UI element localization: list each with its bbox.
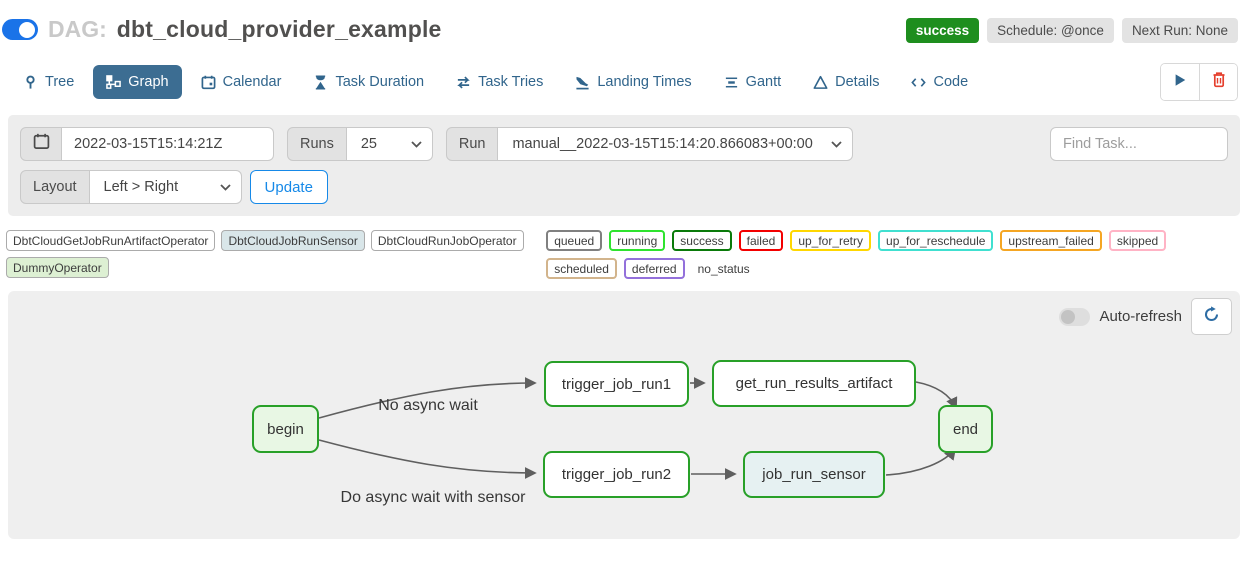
next-run-badge: Next Run: None (1121, 18, 1238, 43)
chevron-down-icon (831, 136, 842, 152)
dag-run-select[interactable]: manual__2022-03-15T15:14:20.866083+00:00 (498, 127, 853, 161)
auto-refresh-label: Auto-refresh (1099, 308, 1182, 325)
edge-label-no-async: No async wait (378, 397, 478, 414)
chevron-down-icon (219, 179, 231, 195)
state-badge-skipped[interactable]: skipped (1108, 230, 1167, 251)
dag-prefix-label: DAG: (48, 16, 107, 42)
edge-begin-trigger2 (318, 439, 537, 479)
state-legend: queued running success failed up_for_ret… (546, 230, 1240, 279)
repeat-icon (456, 75, 471, 90)
trash-icon (1211, 71, 1227, 93)
operator-legend: DbtCloudGetJobRunArtifactOperator DbtClo… (6, 230, 546, 278)
graph-icon (106, 74, 122, 90)
state-badge-queued[interactable]: queued (546, 230, 603, 251)
dag-pause-toggle[interactable] (2, 19, 38, 40)
state-badge-deferred[interactable]: deferred (623, 258, 685, 279)
toggle-knob (1061, 309, 1076, 324)
dag-header: DAG: dbt_cloud_provider_example success … (0, 0, 1248, 43)
update-button[interactable]: Update (249, 170, 328, 204)
find-task-input[interactable] (1050, 127, 1228, 161)
auto-refresh-toggle[interactable] (1059, 307, 1091, 326)
dag-status-badge[interactable]: success (905, 18, 980, 43)
dag-graph-canvas[interactable]: Auto-refresh No async wait Do async wait… (8, 291, 1240, 539)
task-node-begin[interactable]: begin (252, 405, 319, 453)
state-badge-up-for-reschedule[interactable]: up_for_reschedule (878, 230, 994, 251)
state-badge-upstream-failed[interactable]: upstream_failed (1000, 230, 1102, 251)
state-badge-up-for-retry[interactable]: up_for_retry (790, 230, 872, 251)
tab-task-duration[interactable]: Task Duration (300, 65, 437, 99)
run-label: Run (445, 127, 499, 161)
tab-graph[interactable]: Graph (93, 65, 182, 99)
edge-artifact-end (915, 381, 958, 410)
datepicker-button[interactable] (20, 127, 62, 161)
delete-dag-button[interactable] (1199, 64, 1237, 100)
state-badge-running[interactable]: running (609, 230, 666, 251)
schedule-badge: Schedule: @once (987, 18, 1114, 43)
hourglass-icon (313, 74, 328, 90)
layout-label: Layout (20, 170, 90, 204)
task-node-end[interactable]: end (938, 405, 993, 453)
execution-date-input[interactable] (62, 127, 274, 161)
layout-select[interactable]: Left > Right (89, 170, 242, 204)
code-icon (911, 75, 927, 90)
calendar-icon (33, 133, 50, 155)
view-tabs-row: Tree Graph Calendar Task Duration Task T… (0, 43, 1248, 101)
tab-calendar[interactable]: Calendar (188, 65, 295, 99)
state-badge-no-status[interactable]: no_status (697, 261, 750, 276)
task-node-trigger-job-run1[interactable]: trigger_job_run1 (544, 361, 689, 407)
legend: DbtCloudGetJobRunArtifactOperator DbtClo… (6, 230, 1240, 279)
details-icon (813, 75, 828, 90)
toggle-knob (19, 21, 35, 38)
task-node-job-run-sensor[interactable]: job_run_sensor (743, 451, 885, 498)
operator-badge: DbtCloudGetJobRunArtifactOperator (6, 230, 216, 251)
tab-gantt[interactable]: Gantt (711, 65, 794, 99)
calendar-icon (201, 75, 216, 90)
state-badge-success[interactable]: success (672, 230, 732, 251)
refresh-button[interactable] (1191, 298, 1232, 335)
tab-landing-times[interactable]: Landing Times (562, 65, 704, 99)
landing-icon (575, 75, 590, 90)
play-icon (1173, 73, 1187, 92)
dag-edges: No async wait Do async wait with sensor (318, 377, 958, 506)
state-badge-scheduled[interactable]: scheduled (546, 258, 617, 279)
task-node-get-run-results-artifact[interactable]: get_run_results_artifact (712, 360, 916, 407)
runs-label: Runs (287, 127, 347, 161)
state-badge-failed[interactable]: failed (738, 230, 784, 251)
edge-label-async-sensor: Do async wait with sensor (341, 489, 527, 506)
tab-tree[interactable]: Tree (10, 65, 87, 99)
operator-badge: DbtCloudRunJobOperator (370, 230, 524, 251)
dag-title: dbt_cloud_provider_example (116, 16, 442, 42)
operator-badge: DbtCloudJobRunSensor (221, 230, 365, 251)
tab-task-tries[interactable]: Task Tries (443, 65, 556, 99)
gantt-icon (724, 75, 739, 90)
tab-code[interactable]: Code (898, 65, 981, 99)
task-node-trigger-job-run2[interactable]: trigger_job_run2 (543, 451, 690, 498)
dag-action-buttons (1160, 63, 1238, 101)
operator-badge: DummyOperator (6, 257, 109, 278)
edge-begin-trigger1 (318, 377, 537, 419)
tab-details[interactable]: Details (800, 65, 892, 99)
trigger-dag-button[interactable] (1161, 64, 1199, 100)
chevron-down-icon (411, 136, 422, 152)
tree-icon (23, 75, 38, 90)
runs-count-select[interactable]: 25 (346, 127, 433, 161)
graph-filter-panel: Runs 25 Run manual__2022-03-15T15:14:20.… (8, 115, 1240, 216)
refresh-icon (1203, 305, 1220, 328)
